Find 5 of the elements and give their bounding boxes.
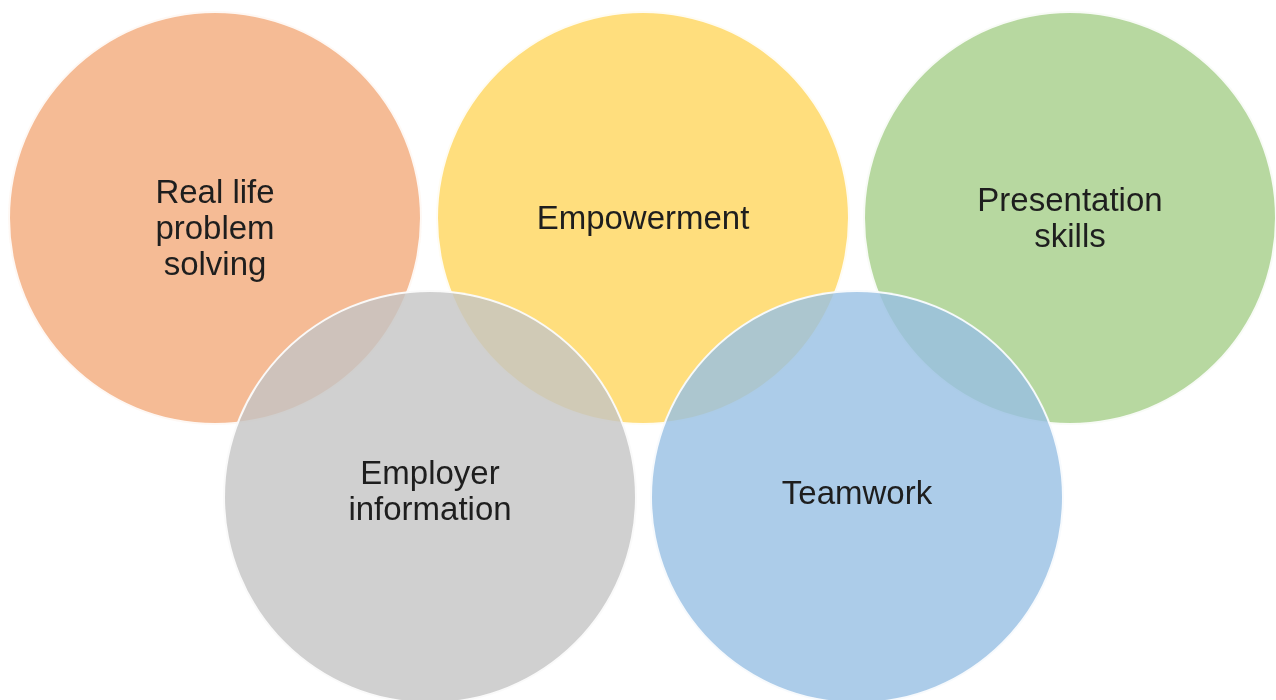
- circle-label: Presentation skills: [976, 181, 1164, 255]
- circle-label: Empowerment: [535, 199, 751, 237]
- circle-label: Teamwork: [780, 474, 934, 512]
- circle-label: Real life problem solving: [154, 173, 276, 283]
- circle-label: Employer information: [347, 454, 513, 528]
